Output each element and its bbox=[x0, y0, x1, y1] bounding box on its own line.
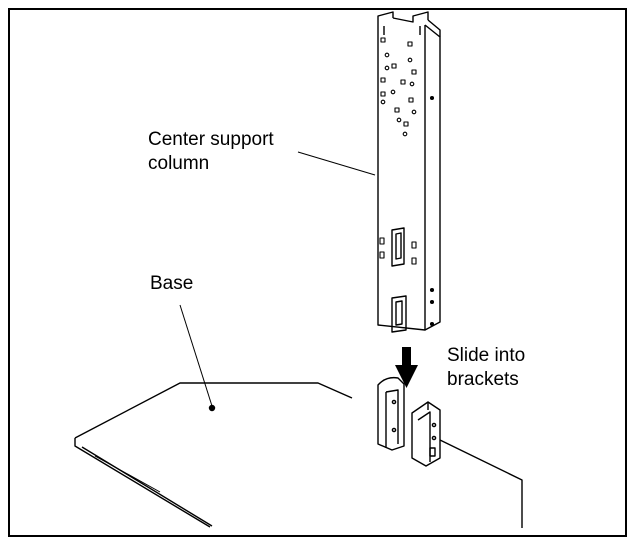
label-slide-line2: brackets bbox=[447, 369, 519, 390]
diagram-frame bbox=[8, 8, 627, 537]
label-center-support-column: Center support column bbox=[148, 128, 274, 176]
label-column-line1: Center support bbox=[148, 129, 274, 150]
label-column-line2: column bbox=[148, 153, 210, 174]
base-leader-line bbox=[179, 304, 213, 407]
column-leader-line bbox=[297, 151, 376, 176]
down-arrow-icon bbox=[395, 347, 418, 388]
center-support-column bbox=[377, 11, 441, 333]
label-slide-line1: Slide into bbox=[447, 345, 526, 366]
right-bracket bbox=[411, 401, 441, 467]
base-plate bbox=[74, 382, 523, 528]
label-slide-into-brackets: Slide into brackets bbox=[447, 344, 525, 392]
left-bracket bbox=[377, 376, 405, 451]
column-holes bbox=[379, 37, 435, 327]
label-base: Base bbox=[150, 273, 194, 294]
